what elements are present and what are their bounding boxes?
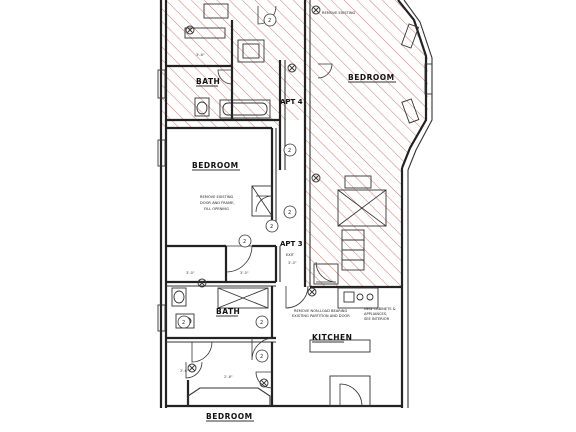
keynote-tags: 2 2 2 2 2 2 2 2 (177, 13, 297, 363)
dimension-label: 3'-0" (186, 271, 195, 275)
keynote-tag: 2 (260, 320, 263, 326)
room-label-bath-upper: BATH (196, 77, 220, 86)
dimension-label: 3'-0" (288, 261, 297, 265)
keynote-tag: 2 (270, 224, 273, 230)
dimensions: 3'-0" 3'-0" 2'-6" 2'-6" 3'-0" 3'-6" (180, 53, 297, 379)
keynote-tag: 2 (243, 239, 246, 245)
note-remove-door-2: DOOR AND FRAME, (200, 201, 235, 205)
note-cabinets-2: APPLIANCES, (364, 312, 387, 316)
note-remove-partition-1: REMOVE NON-LOAD BEARING (294, 309, 347, 313)
keynote-tag: 2 (268, 18, 271, 24)
hatched-demolition-zone (160, 0, 428, 287)
doors (185, 5, 363, 407)
note-exit: EXIT (286, 253, 295, 257)
note-top: REMOVE EXISTING (322, 11, 356, 15)
note-cabinets-3: SEE INTERIOR (364, 317, 390, 321)
room-label-kitchen: KITCHEN (312, 333, 352, 342)
keynote-tag: 2 (288, 148, 291, 154)
dimension-label: 2'-6" (180, 369, 189, 373)
note-remove-door-3: FILL OPENING (204, 207, 229, 211)
keynote-tag: 2 (288, 210, 291, 216)
room-label-bedroom-upper: BEDROOM (348, 73, 395, 82)
unit-label-apt4: APT 4 (280, 98, 303, 106)
room-labels: BATH BEDROOM APT 4 BEDROOM APT 3 BATH KI… (192, 73, 396, 422)
dimension-label: 3'-0" (240, 271, 249, 275)
annotation-notes: REMOVE EXISTING REMOVE EXISTING DOOR AND… (200, 11, 396, 321)
note-cabinets-1: NEW CABINETS & (364, 307, 396, 311)
note-remove-door-1: REMOVE EXISTING (200, 195, 234, 199)
room-label-bath-lower: BATH (216, 307, 240, 316)
unit-label-apt3: APT 3 (280, 240, 303, 248)
room-label-bedroom-middle: BEDROOM (192, 161, 239, 170)
fixtures (171, 3, 387, 407)
keynote-tag: 2 (182, 320, 185, 326)
dimension-label: 3'-6" (196, 53, 205, 57)
keynote-tag: 2 (260, 354, 263, 360)
interior-walls (166, 0, 402, 406)
note-remove-partition-2: EXISTING PARTITION AND DOOR (292, 314, 350, 318)
room-label-bedroom-bottom: BEDROOM (206, 412, 253, 421)
windows (157, 23, 433, 332)
dimension-label: 2'-6" (224, 375, 233, 379)
ceiling-fixture-markers (185, 5, 321, 388)
